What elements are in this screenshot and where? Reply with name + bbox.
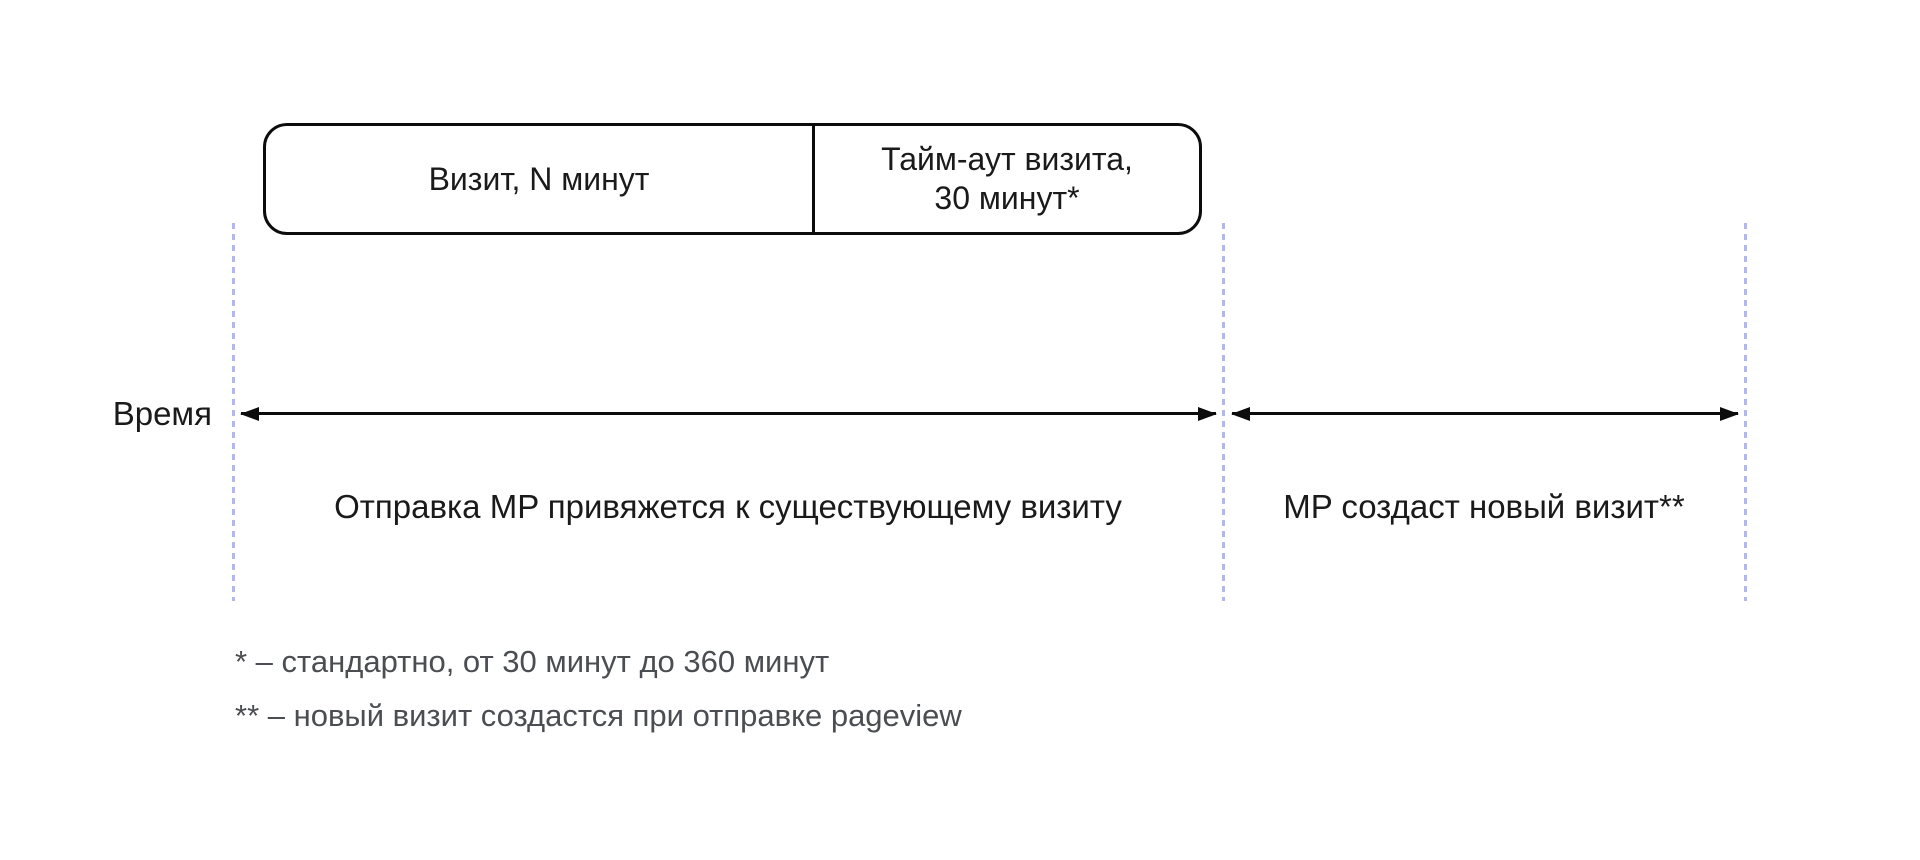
timeline-start-dashed-line [232,223,235,601]
new-visit-span-arrow [1232,412,1738,415]
new-visit-end-dashed-line [1744,223,1747,601]
existing-visit-region-label: Отправка MP привяжется к существующему в… [334,488,1122,525]
visit-duration-cell: Визит, N минут [266,126,815,232]
existing-visit-span-arrow [241,412,1216,415]
new-visit-region-label: MP создаст новый визит** [1283,488,1685,525]
time-axis-label: Время [112,395,212,432]
visit-timeout-cell: Тайм-аут визита, 30 минут* [881,141,1133,216]
footnote-new-visit-pageview: ** – новый визит создастся при отправке … [235,698,962,733]
visit-end-dashed-line [1222,223,1225,601]
footnote-timeout-range: * – стандартно, от 30 минут до 360 минут [235,644,830,679]
visit-box: Визит, N минут Тайм-аут визита, 30 минут… [263,123,1202,235]
